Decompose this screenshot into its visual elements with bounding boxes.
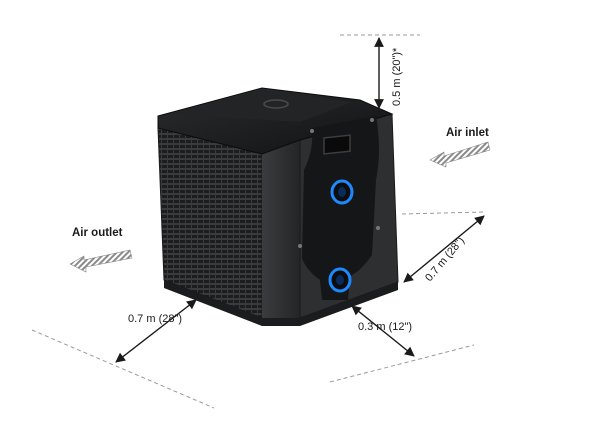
clearance-top-label: 0.5 m (20")* xyxy=(391,47,403,106)
dim-back-arrow xyxy=(403,215,485,283)
unit-lid-top xyxy=(168,90,352,122)
handle-slot xyxy=(323,134,351,155)
guide-lines xyxy=(31,34,485,409)
screw-icon xyxy=(310,129,314,133)
service-panel xyxy=(302,116,379,300)
logo-icon xyxy=(263,99,289,109)
dim-side-arrow xyxy=(351,305,415,357)
heat-pump-unit xyxy=(157,87,399,326)
unit-corner-post xyxy=(262,140,300,318)
hatched-arrow-left-icon xyxy=(69,249,133,273)
unit-base xyxy=(164,280,398,326)
water-outlet-port xyxy=(328,267,352,293)
guide-side xyxy=(329,344,475,383)
dimension-arrows xyxy=(115,37,485,363)
water-inlet-port xyxy=(330,179,354,205)
clearance-left-label: 0.7 m (28") xyxy=(128,313,182,325)
air-inlet-label: Air inlet xyxy=(446,127,489,139)
air-inlet-arrow xyxy=(429,141,491,168)
guide-back xyxy=(401,211,485,215)
guide-left xyxy=(31,329,215,409)
air-outlet-label: Air outlet xyxy=(72,227,123,239)
screw-icon xyxy=(376,226,380,230)
dim-left-arrow xyxy=(115,299,197,363)
air-outlet-arrow xyxy=(69,249,133,273)
screw-icon xyxy=(370,118,374,122)
screw-icon xyxy=(298,244,302,248)
clearance-side-label: 0.3 m (12") xyxy=(358,321,412,333)
hatched-arrow-left-icon xyxy=(429,141,491,168)
clearance-back-label: 0.7 m (28") xyxy=(423,235,467,284)
